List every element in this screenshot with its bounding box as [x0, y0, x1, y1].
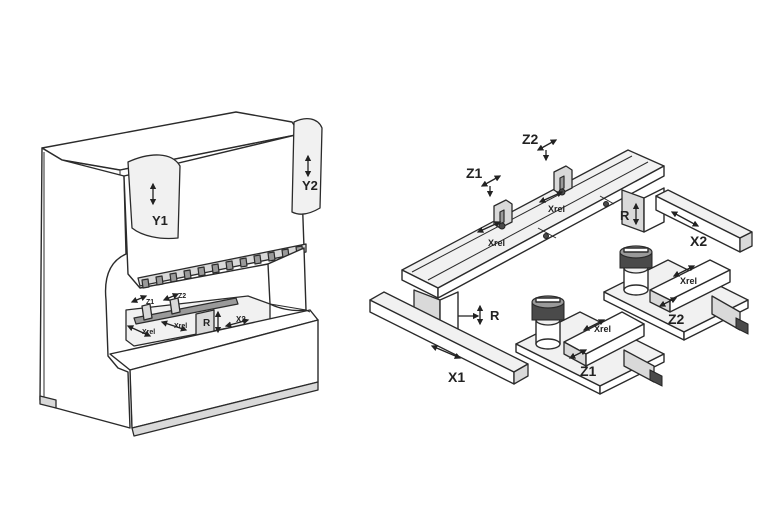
label-y2: Y2 — [302, 178, 318, 193]
label-y1: Y1 — [152, 213, 168, 228]
label-z1-left: Z1 — [146, 299, 154, 306]
punch-clamp-row — [137, 243, 307, 287]
label-r-left: R — [203, 318, 211, 329]
z2-carriage — [603, 245, 749, 341]
label-z1-top: Z1 — [466, 165, 483, 181]
y2-cylinder-cover — [291, 117, 323, 215]
rail-stop-1 — [543, 233, 549, 239]
rail-stop-2 — [603, 201, 609, 207]
label-xrel-top-right: Xrel — [548, 204, 565, 214]
label-x2-left: X2 — [236, 315, 246, 324]
label-z2-left: Z2 — [178, 293, 186, 300]
label-xrel-top-left: Xrel — [488, 238, 505, 248]
crossbar-right-face — [437, 165, 665, 299]
press-brake-machine: Y1 Y2 Z1 Z2 Xrel Xrel R X2 — [39, 111, 323, 437]
label-z1-front: Z1 — [580, 363, 597, 379]
label-r-front: R — [490, 308, 500, 323]
label-xrel-front: Xrel — [594, 324, 611, 334]
backgauge-axes-diagram: Z1 Z2 Xrel Xrel R X2 R X1 Xrel Z1 Xrel Z… — [369, 131, 753, 395]
backgauge-beam — [133, 297, 239, 325]
label-xrel-back: Xrel — [680, 276, 697, 286]
label-z2-top: Z2 — [522, 131, 539, 147]
left-side-frame — [39, 147, 131, 429]
machine-foot — [39, 395, 57, 409]
label-r-back: R — [620, 208, 630, 223]
label-x1: X1 — [448, 369, 465, 385]
label-z2-back: Z2 — [668, 311, 685, 327]
rail-finger-2 — [553, 165, 573, 196]
apron-base — [131, 381, 319, 437]
label-xrel-left-2: Xrel — [174, 323, 187, 330]
punch-clamps — [141, 245, 304, 289]
backgauge-finger-right — [169, 297, 181, 315]
label-x2: X2 — [690, 233, 707, 249]
label-xrel-left-1: Xrel — [142, 329, 155, 336]
backgauge-finger-left — [141, 303, 153, 321]
